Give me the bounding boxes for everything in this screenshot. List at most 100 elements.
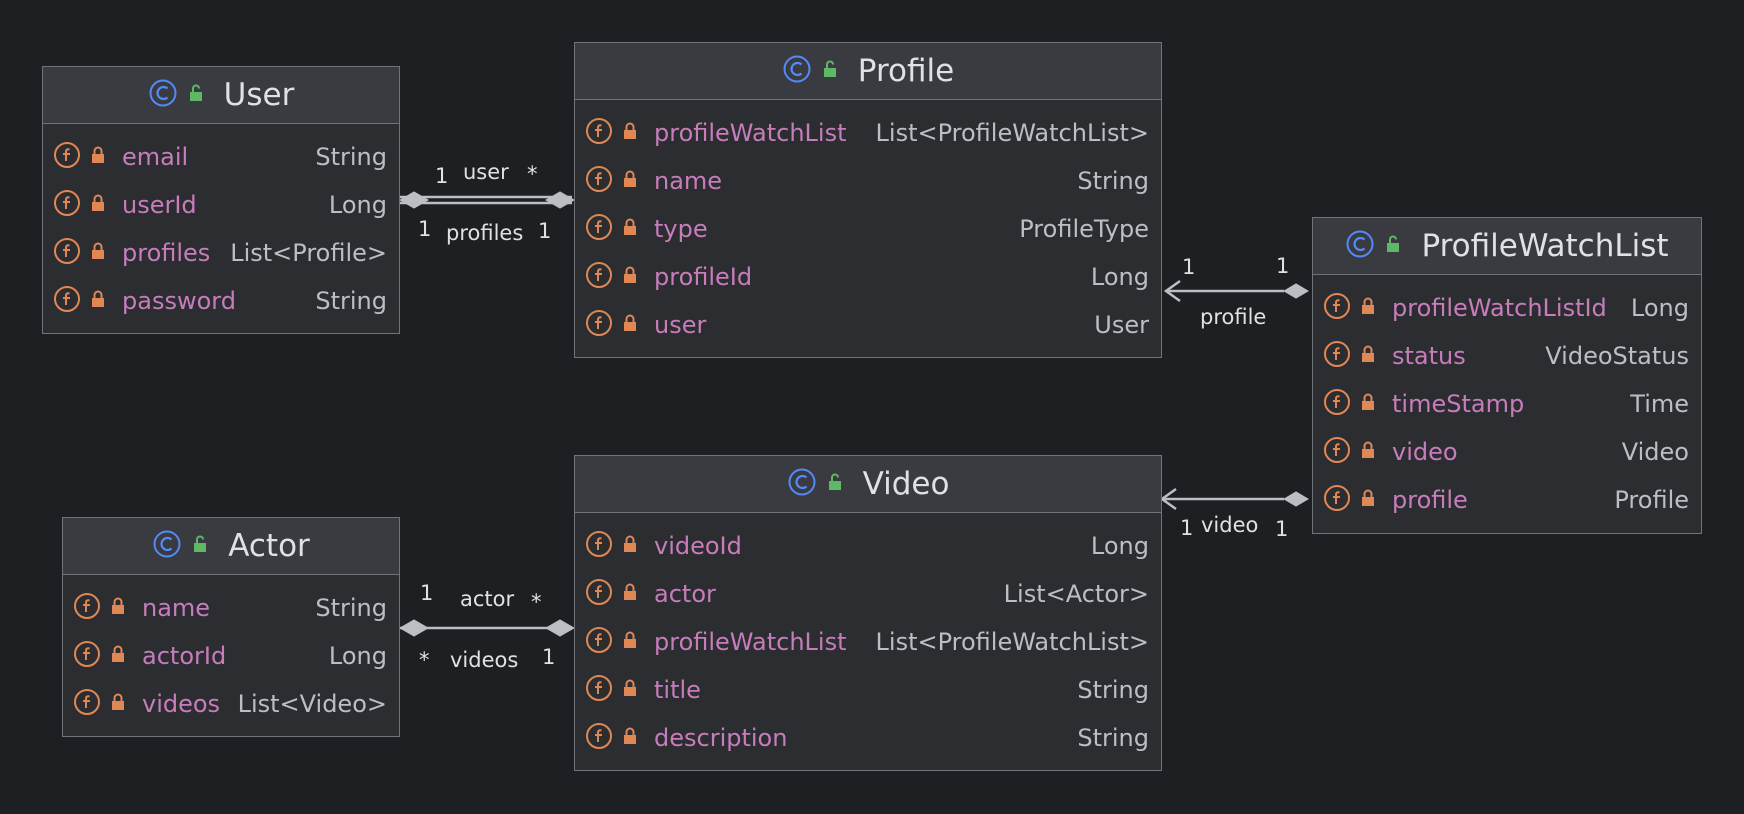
field-name: profile [1392, 486, 1468, 514]
class-profile[interactable]: Profile profileWatchList List<ProfileWat… [574, 42, 1162, 358]
class-user[interactable]: User email String userId Long profiles L… [42, 66, 400, 334]
field-row[interactable]: title String [575, 666, 1161, 714]
field-row[interactable]: video Video [1313, 428, 1701, 476]
class-profilewatchlist[interactable]: ProfileWatchList profileWatchListId Long… [1312, 217, 1702, 534]
field-name: profiles [122, 239, 211, 267]
field-type: String [315, 594, 387, 622]
field-row[interactable]: user User [575, 301, 1161, 349]
edge-label: 1 [1275, 517, 1288, 541]
private-lock-icon [613, 122, 637, 144]
private-lock-icon [1351, 345, 1375, 367]
class-header[interactable]: Actor [63, 518, 399, 575]
field-icon [585, 722, 613, 754]
edge-label: * [527, 162, 538, 186]
field-type: List<Profile> [230, 239, 387, 267]
field-row[interactable]: profiles List<Profile> [43, 229, 399, 277]
private-lock-icon [1351, 441, 1375, 463]
field-row[interactable]: password String [43, 277, 399, 325]
edge-label: * [419, 648, 430, 672]
field-list: profileWatchList List<ProfileWatchList> … [575, 100, 1161, 349]
class-header[interactable]: Video [575, 456, 1161, 513]
arrow-head-video [1159, 487, 1177, 511]
field-type: List<ProfileWatchList> [875, 628, 1149, 656]
edge-label: 1 [435, 164, 448, 188]
field-row[interactable]: userId Long [43, 181, 399, 229]
field-name: name [142, 594, 211, 622]
field-name: userId [122, 191, 197, 219]
field-type: Long [328, 191, 387, 219]
field-type: Video [1621, 438, 1689, 466]
class-header[interactable]: ProfileWatchList [1313, 218, 1701, 275]
field-type: List<Video> [237, 690, 387, 718]
field-row[interactable]: profileId Long [575, 253, 1161, 301]
field-row[interactable]: actorId Long [63, 632, 399, 680]
class-icon [152, 529, 182, 563]
field-type: Time [1630, 390, 1689, 418]
field-icon [53, 237, 81, 269]
field-row[interactable]: profileWatchList List<ProfileWatchList> [575, 109, 1161, 157]
diamond-video-end [544, 619, 576, 637]
edge-label: 1 [418, 217, 431, 241]
field-row[interactable]: profile Profile [1313, 476, 1701, 524]
field-type: VideoStatus [1545, 342, 1689, 370]
field-name: email [122, 143, 189, 171]
private-lock-icon [81, 146, 105, 168]
field-row[interactable]: profileWatchList List<ProfileWatchList> [575, 618, 1161, 666]
class-name: Video [862, 466, 950, 502]
class-name: Actor [228, 528, 310, 564]
field-type: Long [1630, 294, 1689, 322]
field-row[interactable]: videoId Long [575, 522, 1161, 570]
field-icon [53, 141, 81, 173]
private-lock-icon [613, 170, 637, 192]
field-icon [1323, 292, 1351, 324]
field-name: videos [142, 690, 221, 718]
field-icon [585, 578, 613, 610]
field-row[interactable]: name String [575, 157, 1161, 205]
field-row[interactable]: description String [575, 714, 1161, 762]
class-name: Profile [857, 53, 955, 89]
field-icon [585, 530, 613, 562]
edge-label: user [463, 160, 509, 184]
diamond-pwl-video [1283, 491, 1309, 507]
field-type: String [315, 287, 387, 315]
private-lock-icon [613, 679, 637, 701]
field-icon [585, 117, 613, 149]
field-list: email String userId Long profiles List<P… [43, 124, 399, 325]
field-row[interactable]: timeStamp Time [1313, 380, 1701, 428]
edge-label: 1 [420, 581, 433, 605]
field-row[interactable]: email String [43, 133, 399, 181]
field-row[interactable]: actor List<Actor> [575, 570, 1161, 618]
field-row[interactable]: type ProfileType [575, 205, 1161, 253]
field-type: List<Actor> [1003, 580, 1149, 608]
edge-label: 1 [542, 645, 555, 669]
private-lock-icon [81, 290, 105, 312]
class-name: User [223, 77, 295, 113]
edge-label: profiles [446, 221, 523, 245]
field-icon [1323, 388, 1351, 420]
field-row[interactable]: name String [63, 584, 399, 632]
class-icon [787, 467, 817, 501]
field-name: video [1392, 438, 1458, 466]
private-lock-icon [1351, 393, 1375, 415]
class-video[interactable]: Video videoId Long actor List<Actor> pro… [574, 455, 1162, 771]
field-icon [585, 165, 613, 197]
public-unlock-icon [1385, 235, 1403, 257]
field-name: actor [654, 580, 716, 608]
class-header[interactable]: Profile [575, 43, 1161, 100]
field-type: String [1077, 676, 1149, 704]
diamond-actor-end [398, 619, 430, 637]
field-row[interactable]: status VideoStatus [1313, 332, 1701, 380]
public-unlock-icon [822, 60, 840, 82]
field-row[interactable]: profileWatchListId Long [1313, 284, 1701, 332]
class-header[interactable]: User [43, 67, 399, 124]
private-lock-icon [613, 727, 637, 749]
edge-label: actor [460, 587, 514, 611]
edge-label: video [1201, 513, 1258, 537]
arrow-head-profile [1163, 279, 1181, 303]
private-lock-icon [101, 645, 125, 667]
field-name: name [654, 167, 723, 195]
field-icon [585, 213, 613, 245]
class-actor[interactable]: Actor name String actorId Long videos Li… [62, 517, 400, 737]
field-row[interactable]: videos List<Video> [63, 680, 399, 728]
